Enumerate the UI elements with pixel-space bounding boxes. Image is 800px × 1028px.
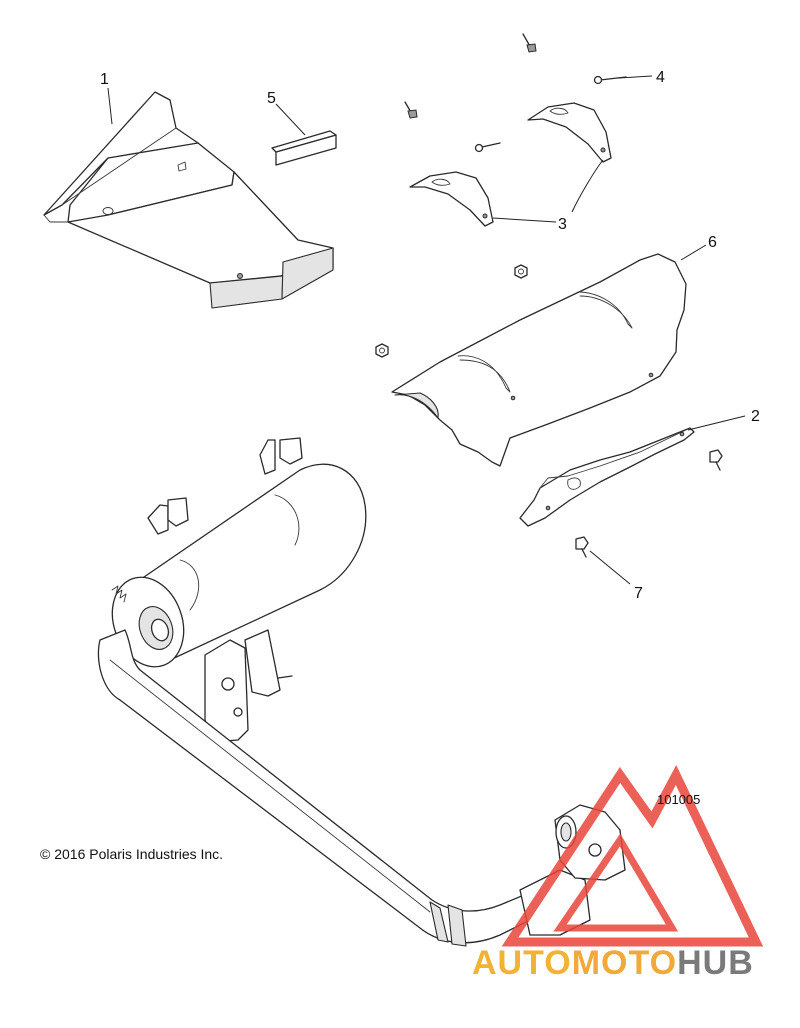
copyright-notice: © 2016 Polaris Industries Inc. [40, 846, 224, 862]
callout-label-2: 2 [751, 408, 760, 425]
watermark-logo [501, 765, 764, 947]
part-1-heat-shield [43, 91, 334, 309]
callout-label-6: 6 [708, 234, 717, 251]
callout-label-7: 7 [634, 585, 643, 602]
watermark-text-moto: MOTO [571, 944, 678, 982]
watermark-text-auto: AUTO [472, 944, 572, 982]
watermark-triangle-outer [501, 765, 764, 947]
callout-label-5: 5 [267, 90, 276, 107]
watermark-triangle-inner [553, 833, 679, 932]
part-3-shield-right [527, 102, 612, 163]
part-3-shield-left [409, 171, 494, 227]
part-4-screws [404, 33, 627, 153]
part-7-bolts [575, 449, 723, 558]
watermark-brand-text: AUTOMOTOHUB [472, 944, 754, 983]
callout-label-3: 3 [558, 216, 567, 233]
part-2-bracket [519, 427, 695, 527]
callout-leaders [107, 75, 746, 585]
callout-label-1: 1 [100, 71, 109, 88]
figure-number: 101005 [657, 792, 701, 807]
callout-label-4: 4 [656, 69, 665, 86]
hex-nuts [375, 264, 528, 358]
watermark-text-hub: HUB [677, 944, 754, 982]
part-5-insulation-pad [271, 130, 337, 166]
part-6-main-shield [391, 253, 687, 467]
muffler-assembly [97, 437, 626, 947]
